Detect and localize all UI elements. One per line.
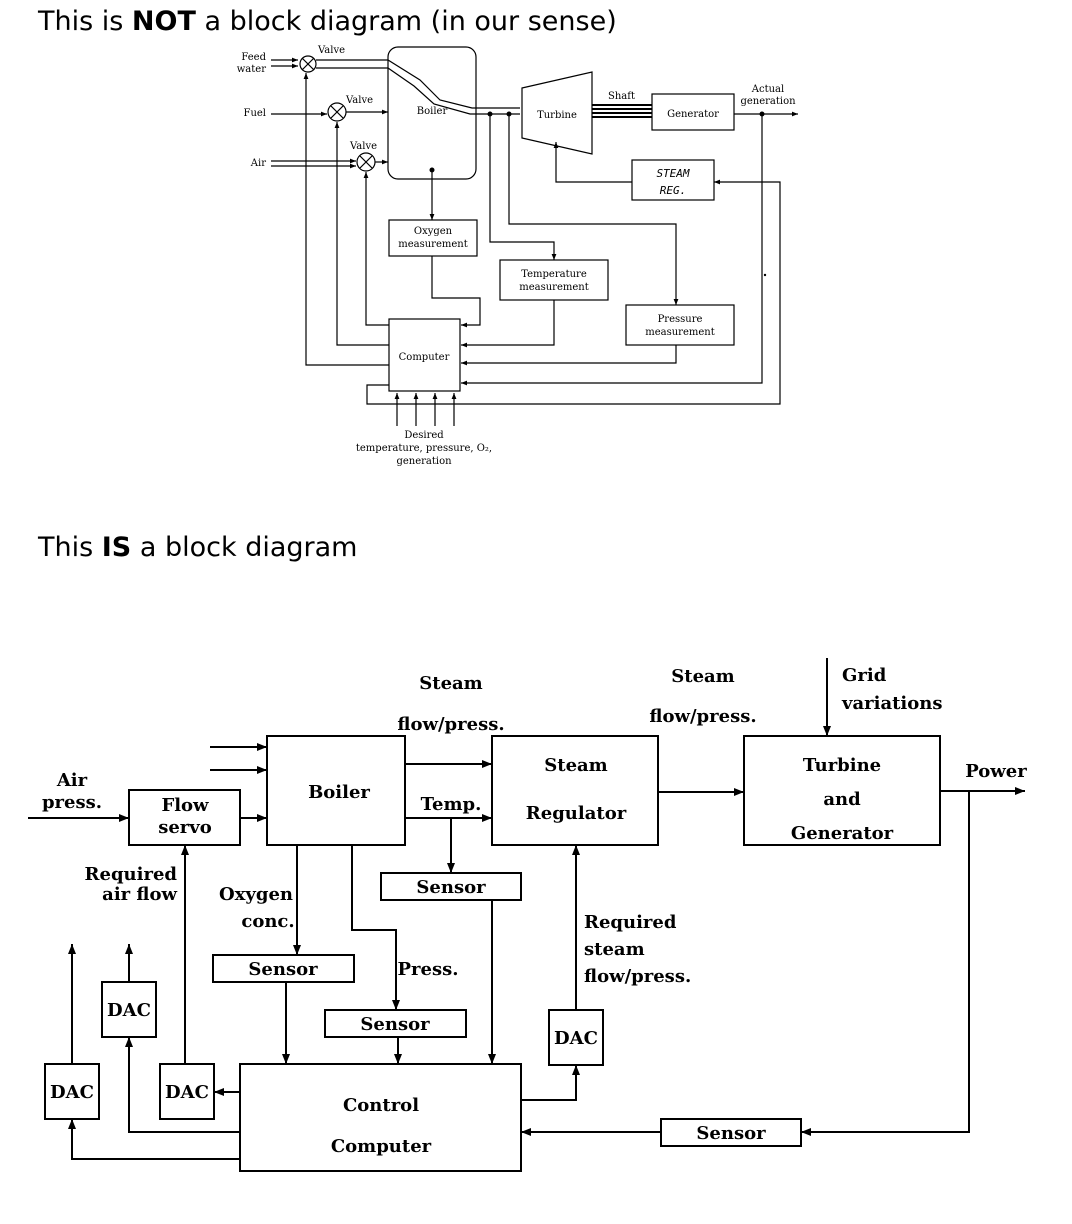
boiler-label: Boiler — [308, 782, 370, 803]
fuel-label: Fuel — [244, 108, 267, 119]
steam-reg-label: STEAM — [656, 167, 689, 180]
dac-left-label: DAC — [50, 1082, 94, 1103]
required-steam-label: steam — [584, 939, 645, 960]
pressure-label: measurement — [645, 327, 715, 338]
turbine-generator-block — [743, 735, 941, 846]
temp-label: Temp. — [421, 794, 482, 815]
temperature-label: Temperature — [521, 269, 587, 280]
heading-text-bold: IS — [101, 532, 132, 563]
oxygen-label: Oxygen — [414, 226, 453, 237]
generator-block — [651, 93, 735, 131]
heading-text-pre: This is — [38, 6, 132, 37]
required-air-flow-label: Required — [85, 864, 178, 885]
oxygen-label: measurement — [398, 239, 468, 250]
steam-flow-label: flow/press. — [397, 714, 504, 735]
pressure-measurement-block — [625, 304, 735, 346]
oxygen-conc-label: conc. — [241, 911, 294, 932]
flow-servo-block — [128, 789, 241, 846]
sensor-temp-label: Sensor — [416, 877, 486, 898]
sensor-power-label: Sensor — [696, 1123, 766, 1144]
desired-label: Desired — [404, 430, 444, 441]
oxygen-conc-label: Oxygen — [219, 884, 293, 905]
valve-label: Valve — [317, 45, 345, 56]
air-label: Air — [250, 158, 266, 169]
boiler-block — [266, 735, 406, 846]
oxygen-measurement-block — [388, 219, 478, 257]
grid-variations-label: Grid — [842, 665, 887, 686]
sensor-oxygen-label: Sensor — [248, 959, 318, 980]
steam-reg-block — [631, 159, 715, 201]
control-computer-label: Computer — [331, 1136, 432, 1157]
temperature-measurement-block — [499, 259, 609, 301]
dac-mid-label: DAC — [165, 1082, 209, 1103]
sensor-press-label: Sensor — [360, 1014, 430, 1035]
required-steam-label: flow/press. — [584, 966, 691, 987]
turbine-generator-label: and — [823, 789, 861, 810]
steam-regulator-block — [491, 735, 659, 846]
pressure-label: Pressure — [658, 314, 703, 325]
press-label: Press. — [397, 959, 458, 980]
shaft-label: Shaft — [608, 91, 635, 102]
heading-text-pre: This — [38, 532, 102, 563]
heading-is-block-diagram: This IS a block diagram — [38, 532, 357, 563]
valve-label: Valve — [349, 141, 377, 152]
actual-generation-label: generation — [740, 96, 796, 107]
heading-text-bold: NOT — [131, 6, 196, 37]
desired-label: temperature, pressure, O₂, — [356, 443, 492, 454]
heading-text-post: a block diagram — [131, 532, 358, 563]
feed-water-label: water — [237, 64, 266, 75]
turbine-generator-label: Generator — [791, 823, 894, 844]
valve-label: Valve — [345, 95, 373, 106]
feed-water-label: Feed — [241, 52, 266, 63]
computer-label: Computer — [399, 352, 450, 363]
required-steam-label: Required — [584, 912, 677, 933]
desired-label: generation — [396, 456, 452, 467]
temperature-label: measurement — [519, 282, 589, 293]
power-label: Power — [965, 761, 1027, 782]
air-press-label: press. — [42, 792, 102, 813]
steam-regulator-label: Regulator — [526, 803, 627, 824]
dac-right-block — [548, 1009, 604, 1066]
control-computer-label: Control — [343, 1095, 419, 1116]
boiler-label: Boiler — [417, 106, 448, 117]
turbine-block — [521, 71, 593, 155]
sensor-temp-block — [380, 872, 522, 901]
dac-right-label: DAC — [554, 1028, 598, 1049]
steam-flow-label: flow/press. — [649, 706, 756, 727]
grid-variations-label: variations — [841, 693, 943, 714]
computer-block — [388, 318, 461, 392]
steam-flow-label: Steam — [671, 666, 734, 687]
schematic-diagram: Boiler Feed water Valve Fuel Valve Air V… — [237, 45, 798, 467]
flow-servo-label: Flow — [161, 795, 209, 816]
block-diagram: Boiler Flow servo Air press. Steam Regul… — [28, 658, 1027, 1172]
flow-servo-label: servo — [158, 817, 212, 838]
generator-label: Generator — [667, 109, 719, 120]
turbine-generator-label: Turbine — [803, 755, 881, 776]
control-computer-block — [239, 1063, 522, 1172]
required-air-flow-label: air flow — [102, 884, 177, 905]
heading-not-block-diagram: This is NOT a block diagram (in our sens… — [38, 6, 617, 37]
steam-flow-label: Steam — [419, 673, 482, 694]
turbine-label: Turbine — [537, 110, 577, 121]
steam-regulator-label: Steam — [544, 755, 607, 776]
air-press-label: Air — [56, 770, 88, 791]
heading-text-post: a block diagram (in our sense) — [195, 6, 617, 37]
dac-mid-block — [159, 1063, 215, 1120]
actual-generation-label: Actual — [751, 84, 784, 95]
steam-reg-label: REG. — [660, 184, 687, 197]
sensor-oxygen-block — [212, 954, 355, 983]
dac-upper-label: DAC — [107, 1000, 151, 1021]
